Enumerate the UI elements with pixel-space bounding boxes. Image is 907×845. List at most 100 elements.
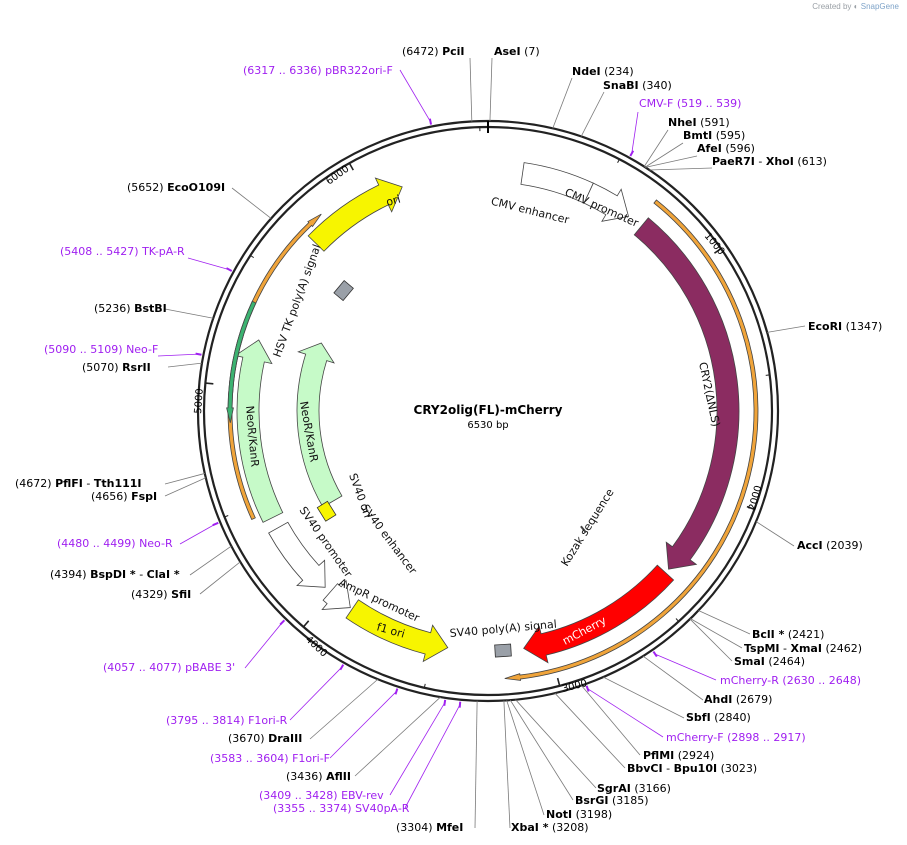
ori-arrow <box>307 177 403 252</box>
site-smai: SmaI (2464) <box>734 655 805 668</box>
feature-layer <box>226 162 759 681</box>
tick-1000 <box>713 247 722 254</box>
leader-7 <box>489 57 493 122</box>
leader-4672 <box>164 473 205 485</box>
site-ecoo109i: (5652) EcoO109I <box>127 181 225 194</box>
kozak-mark <box>580 525 587 533</box>
leader-1347 <box>767 325 806 333</box>
primer-leader-4489 <box>179 523 216 545</box>
leader-3023 <box>554 692 626 769</box>
leader-2924 <box>581 685 641 756</box>
site-ndei: NdeI (234) <box>572 65 634 78</box>
tick-500 <box>617 159 620 164</box>
leader-2679 <box>642 655 704 701</box>
tick-2000 <box>746 505 755 511</box>
leader-4329 <box>199 561 241 595</box>
site-bspdi-clai: (4394) BspDI * - ClaI * <box>50 568 180 581</box>
site-leader-lines <box>157 57 806 829</box>
cry2-arrow <box>633 217 740 570</box>
cmv-promoter-arrow <box>583 182 630 222</box>
site-bmti: BmtI (595) <box>683 129 745 142</box>
neo-inner-arrow <box>296 342 343 508</box>
neo-outer-arrow <box>234 339 284 523</box>
primer-mark-3804 <box>339 664 345 671</box>
site-tspmi-xmai: TspMI - XmaI (2462) <box>744 642 862 655</box>
leader-595 <box>644 142 684 168</box>
primer-tk-pa-r: (5408 .. 5427) TK-pA-R <box>60 245 185 258</box>
leader-2421 <box>698 610 751 635</box>
tick-6000: 6000 <box>324 164 351 188</box>
site-afei: AfeI (596) <box>697 142 755 155</box>
orf-inner-green-arrow <box>226 300 257 423</box>
primer-leader-5099 <box>157 353 199 357</box>
site-rsrii: (5070) RsrII <box>82 361 151 374</box>
primer-pbabe3: (4057 .. 4077) pBABE 3' <box>103 661 235 674</box>
primer-cmv-f: CMV-F (519 .. 539) <box>639 97 741 110</box>
label-neo-outer: NeoR/KanR <box>243 405 261 468</box>
leader-4394 <box>189 545 232 576</box>
tick-3500 <box>423 683 426 688</box>
snapgene-credit: Created by ◐ SnapGene <box>812 2 899 11</box>
site-xbai: XbaI * (3208) <box>511 821 589 834</box>
site-draiii: (3670) DraIII <box>228 732 302 745</box>
primer-leader-6326 <box>399 69 431 122</box>
primer-neo-r: (4480 .. 4499) Neo-R <box>57 537 173 550</box>
sv40-promoter-arrow <box>268 521 326 588</box>
site-fspi: (4656) FspI <box>91 490 157 503</box>
tick-4500 <box>224 515 229 518</box>
tick-2500 <box>675 618 680 622</box>
primer-leader-529 <box>631 111 639 154</box>
mcherry-arrow <box>523 564 675 664</box>
leader-3198 <box>506 700 545 816</box>
orf-right-arrow <box>504 199 759 681</box>
sv40-ori-box <box>316 500 337 522</box>
ampr-promoter-arrow <box>321 579 351 611</box>
site-pcii: (6472) PciI <box>402 45 465 58</box>
site-noti: NotI (3198) <box>546 808 612 821</box>
label-sv40-enhancer: SV40 enhancer <box>359 502 420 577</box>
site-bstbi: (5236) BstBI <box>94 302 167 315</box>
leader-340 <box>580 91 605 137</box>
leader-3166 <box>515 699 597 789</box>
site-pflfi-tth111i: (4672) PflFI - Tth111I <box>15 477 142 490</box>
leader-2464 <box>689 618 733 662</box>
hsv-tk-box <box>333 280 354 302</box>
site-paer7i-xhoi: PaeR7I - XhoI (613) <box>712 155 827 168</box>
site-acci: AccI (2039) <box>797 539 863 552</box>
site-sbfi: SbfI (2840) <box>686 711 751 724</box>
leader-3304 <box>474 700 478 829</box>
tick-5000 <box>205 382 214 385</box>
primer-mark-529 <box>629 150 635 157</box>
site-sgrai: SgrAI (3166) <box>597 782 671 795</box>
primer-leader-3593 <box>329 691 397 759</box>
leader-3670 <box>309 678 379 740</box>
leader-5070 <box>167 362 203 368</box>
site-pflmi: PflMI (2924) <box>643 749 714 762</box>
site-bcli: BclI * (2421) <box>752 628 824 641</box>
tick-6000 <box>348 162 354 171</box>
leader-596 <box>645 155 698 168</box>
site-ahdi: AhdI (2679) <box>704 693 772 706</box>
tick-1500 <box>765 374 770 376</box>
leader-613 <box>649 167 713 171</box>
snapgene-brand: SnapGene <box>860 2 899 11</box>
leader-2039 <box>755 521 795 547</box>
leader-3208 <box>503 700 511 829</box>
tick-5500 <box>250 255 255 259</box>
primer-mcherry-f: mCherry-F (2898 .. 2917) <box>666 731 806 744</box>
site-nhei: NheI (591) <box>668 116 730 129</box>
snapgene-logo-icon: ◐ <box>853 2 859 11</box>
leader-234 <box>552 77 573 129</box>
leader-2840 <box>603 676 685 719</box>
leader-6472 <box>469 57 473 122</box>
primer-pbr322ori-f: (6317 .. 6336) pBR322ori-F <box>243 64 393 77</box>
primer-leader-2907 <box>587 688 664 738</box>
site-aflii: (3436) AflII <box>286 770 351 783</box>
leader-2462 <box>690 618 743 649</box>
tick-3000 <box>556 677 561 687</box>
tick-layer <box>205 127 770 688</box>
sv40-polya-box <box>494 643 512 658</box>
site-snabi: SnaBI (340) <box>603 79 672 92</box>
plasmid-name: CRY2olig(FL)-mCherry <box>414 403 563 417</box>
site-sfii: (4329) SfiI <box>131 588 191 601</box>
